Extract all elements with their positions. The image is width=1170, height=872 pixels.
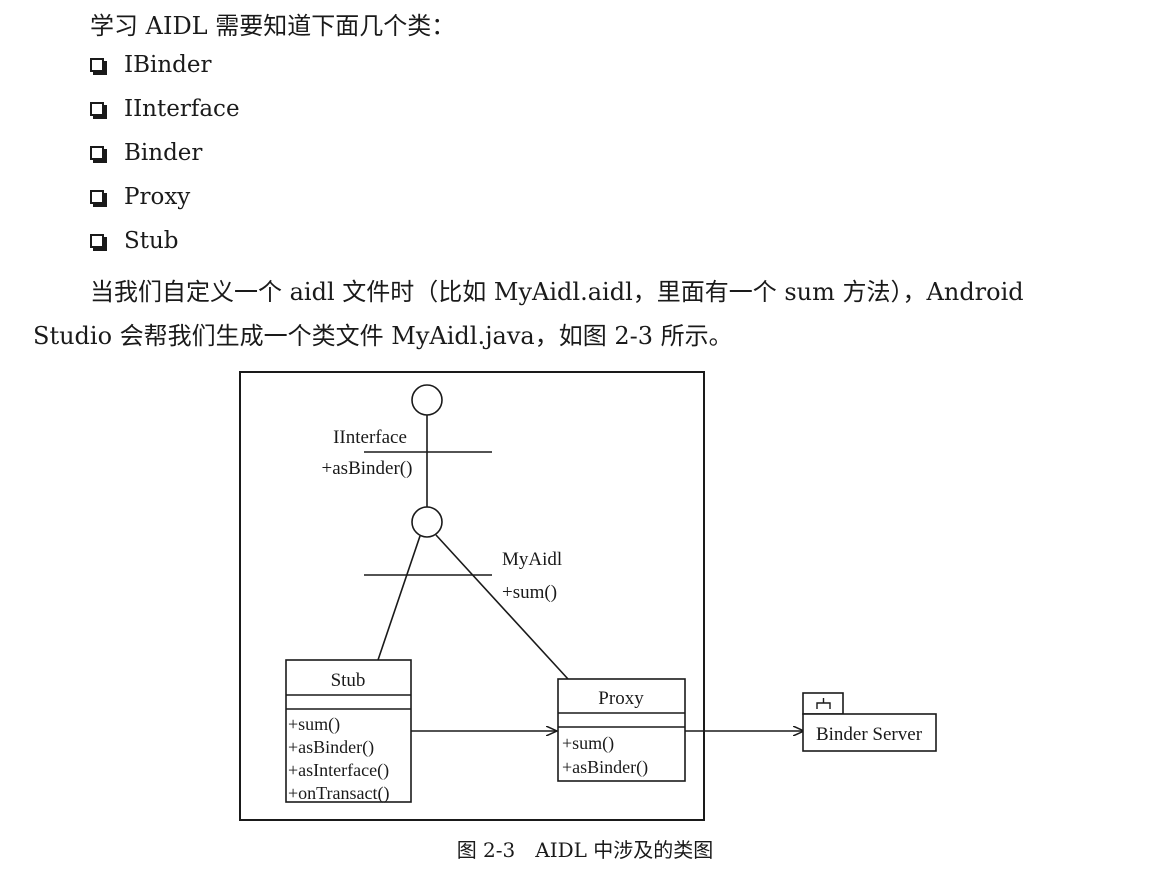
binder-server-component: Binder Server: [802, 692, 937, 752]
stub-method: +onTransact(): [288, 783, 389, 804]
list-item-label: IBinder: [124, 52, 212, 78]
list-item: Stub: [90, 228, 179, 254]
stub-class: Stub +sum() +asBinder() +asInterface() +…: [285, 659, 412, 804]
list-item-label: Stub: [124, 228, 179, 254]
myaidl-interface-icon: [411, 506, 443, 538]
proxy-realization-line: [435, 534, 569, 680]
myaidl-method: +sum(): [502, 582, 557, 603]
list-item: IInterface: [90, 96, 240, 122]
iinterface-method: +asBinder(): [322, 458, 413, 479]
checkbox-bullet-icon: [90, 234, 104, 248]
figure-caption: 图 2-3 AIDL 中涉及的类图: [456, 838, 714, 862]
stub-method: +asBinder(): [288, 737, 374, 758]
stub-realization-line: [377, 535, 421, 661]
checkbox-bullet-icon: [90, 102, 104, 116]
list-item: Binder: [90, 140, 202, 166]
checkbox-bullet-icon: [90, 146, 104, 160]
binder-server-name: Binder Server: [816, 724, 923, 745]
checkbox-bullet-icon: [90, 190, 104, 204]
proxy-name: Proxy: [598, 688, 644, 709]
paragraph-line-2: Studio 会帮我们生成一个类文件 MyAidl.java，如图 2-3 所示…: [33, 322, 733, 350]
list-item-label: Binder: [124, 140, 203, 166]
iinterface-interface-icon: [411, 384, 443, 416]
proxy-class: Proxy +sum() +asBinder(): [557, 678, 686, 782]
list-item: IBinder: [90, 52, 212, 78]
proxy-method: +sum(): [562, 733, 614, 754]
list-item-label: IInterface: [124, 96, 240, 122]
diagram-frame: [239, 371, 705, 821]
paragraph-line-1: 当我们自定义一个 aidl 文件时（比如 MyAidl.aidl，里面有一个 s…: [90, 278, 1024, 306]
list-item: Proxy: [90, 184, 190, 210]
stub-name: Stub: [331, 670, 366, 691]
proxy-method: +asBinder(): [562, 757, 648, 778]
intro-text: 学习 AIDL 需要知道下面几个类：: [90, 12, 456, 40]
iinterface-name: IInterface: [333, 427, 407, 448]
checkbox-bullet-icon: [90, 58, 104, 72]
list-item-label: Proxy: [124, 184, 191, 210]
stub-method: +asInterface(): [288, 760, 389, 781]
myaidl-name: MyAidl: [502, 549, 562, 570]
stub-method: +sum(): [288, 714, 340, 735]
